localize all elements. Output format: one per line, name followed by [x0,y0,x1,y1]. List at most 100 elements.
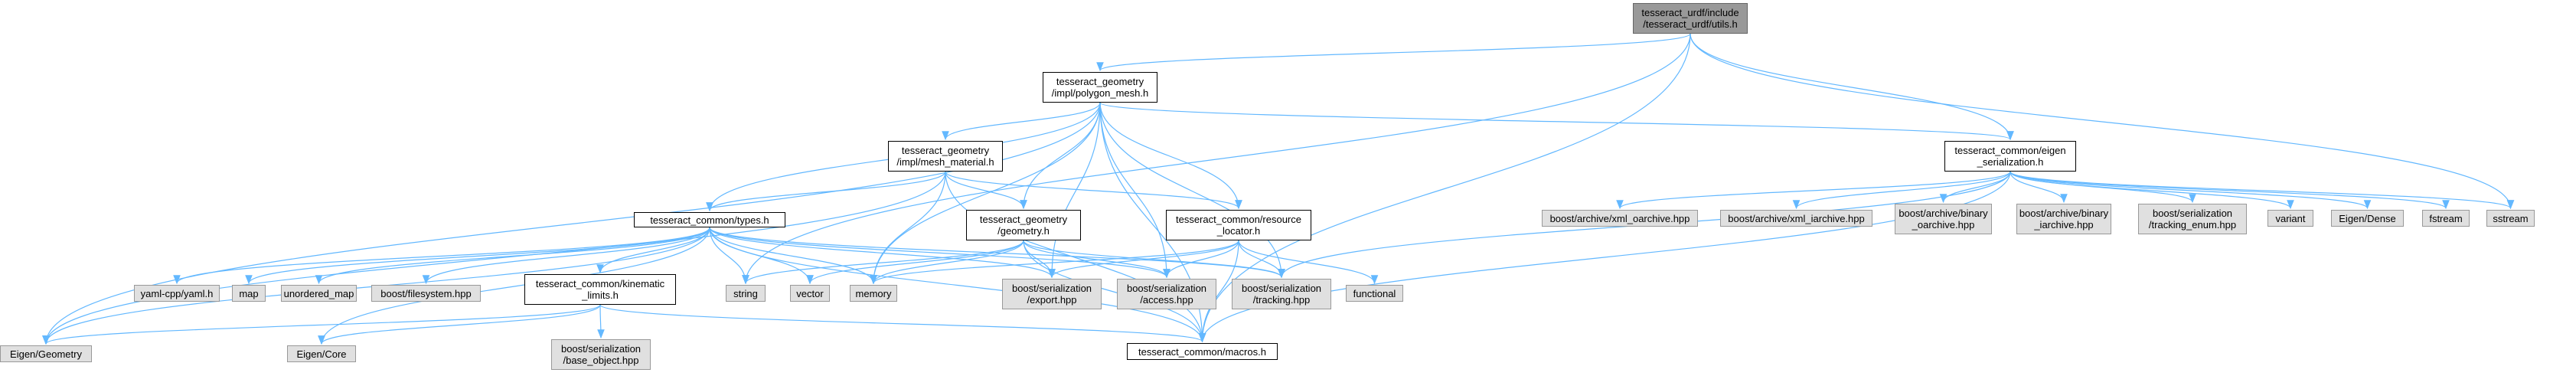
node-binary-oarchive: boost/archive/binary _oarchive.hpp [1895,204,1992,234]
node-export-hpp: boost/serialization /export.hpp [1002,279,1102,309]
edge-polygon_mesh-to-resource_locator [1099,102,1242,210]
edge-mesh_material-to-macros_h [945,171,1206,343]
edge-types_h-to-eigen_core [318,227,710,345]
node-label: Eigen/Dense [2339,212,2396,224]
node-label: functional [1353,287,1396,299]
edge-types_h-to-string [709,227,749,285]
node-eigen-dense: Eigen/Dense [2331,210,2404,227]
node-label: boost/serialization /export.hpp [1011,283,1092,306]
edge-mesh_material-to-types_h [706,171,946,212]
node-eigen-serialization[interactable]: tesseract_common/eigen _serialization.h [1944,141,2076,172]
edge-polygon_mesh-to-eigen_geometry [42,102,1101,345]
edge-types_h-to-tracking_hpp [709,227,1285,279]
edge-mesh_material-to-resource_locator [945,171,1242,210]
node-label: tesseract_common/eigen _serialization.h [1954,145,2066,168]
edge-root-to-eigen_serialization [1690,33,2014,141]
edge-polygon_mesh-to-memory [870,102,1101,285]
edge-polygon_mesh-to-eigen_serialization [1099,102,2014,141]
edge-types_h-to-export_hpp [709,227,1056,279]
node-mesh-material[interactable]: tesseract_geometry /impl/mesh_material.h [888,141,1003,172]
edge-geometry_h-to-vector [806,240,1024,285]
node-label: tesseract_common/macros.h [1138,345,1266,358]
node-label: Eigen/Geometry [10,348,82,360]
node-functional: functional [1346,285,1403,302]
node-vector: vector [790,285,830,302]
node-label: tesseract_geometry /impl/mesh_material.h [896,145,994,168]
node-label: tesseract_common/types.h [650,214,769,226]
edge-resource_locator-to-macros_h [1198,240,1239,343]
node-label: map [239,287,259,299]
node-unordered-map: unordered_map [281,285,357,302]
edge-resource_locator-to-memory [870,240,1239,285]
edge-eigen_serialization-to-eigen_dense [2010,171,2372,210]
edge-types_h-to-kinematic_limits [596,227,710,274]
node-label: boost/serialization /tracking_enum.hpp [2148,208,2237,231]
node-label: yaml-cpp/yaml.h [140,287,214,299]
edge-types_h-to-macros_h [709,227,1206,343]
node-yaml-cpp: yaml-cpp/yaml.h [134,285,220,302]
node-label: boost/archive/binary _iarchive.hpp [2019,208,2109,231]
node-boost-filesystem: boost/filesystem.hpp [371,285,481,302]
edge-mesh_material-to-eigen_geometry [42,171,946,345]
edge-eigen_serialization-to-sstream [2010,171,2514,210]
node-kinematic-limits[interactable]: tesseract_common/kinematic _limits.h [524,274,676,305]
node-xml-oarchive: boost/archive/xml_oarchive.hpp [1542,210,1698,227]
node-label: boost/archive/xml_oarchive.hpp [1549,212,1690,224]
node-label: Eigen/Core [296,348,347,360]
node-label: variant [2275,212,2306,224]
node-tracking-hpp: boost/serialization /tracking.hpp [1232,279,1331,309]
node-eigen-core: Eigen/Core [287,345,356,362]
edge-types_h-to-yaml_cpp [173,227,710,285]
node-eigen-geometry: Eigen/Geometry [0,345,92,362]
node-access-hpp: boost/serialization /access.hpp [1117,279,1216,309]
edge-eigen_serialization-to-binary_iarchive [2010,171,2068,204]
node-types-h[interactable]: tesseract_common/types.h [634,212,785,227]
edge-kinematic_limits-to-eigen_core [318,304,601,345]
node-label: boost/serialization /tracking.hpp [1241,283,1322,306]
edge-resource_locator-to-access_hpp [1163,240,1239,279]
edge-types_h-to-access_hpp [709,227,1170,279]
edge-kinematic_limits-to-base_object [597,304,605,339]
node-geometry-h[interactable]: tesseract_geometry /geometry.h [966,210,1081,240]
node-label: boost/filesystem.hpp [380,287,472,299]
edge-root-to-macros_h [1198,33,1691,343]
node-label: fstream [2429,212,2463,224]
node-label: string [733,287,758,299]
node-polygon-mesh[interactable]: tesseract_geometry /impl/polygon_mesh.h [1043,72,1157,103]
node-resource-locator[interactable]: tesseract_common/resource _locator.h [1166,210,1311,240]
node-base-object: boost/serialization /base_object.hpp [551,339,651,370]
node-root[interactable]: tesseract_urdf/include /tesseract_urdf/u… [1633,3,1748,34]
edge-resource_locator-to-functional [1238,240,1379,285]
node-map: map [232,285,266,302]
edge-root-to-polygon_mesh [1096,33,1691,72]
node-memory: memory [850,285,897,302]
edge-polygon_mesh-to-geometry_h [1020,102,1101,210]
edge-polygon_mesh-to-export_hpp [1048,102,1101,279]
node-fstream: fstream [2422,210,2470,227]
node-label: tesseract_urdf/include /tesseract_urdf/u… [1641,7,1739,30]
node-label: tesseract_geometry /impl/polygon_mesh.h [1051,76,1149,99]
node-label: tesseract_common/kinematic _limits.h [535,278,665,301]
node-macros-h[interactable]: tesseract_common/macros.h [1127,343,1278,360]
edge-polygon_mesh-to-mesh_material [942,102,1101,141]
node-binary-iarchive: boost/archive/binary _iarchive.hpp [2016,204,2111,234]
edge-eigen_serialization-to-fstream [2010,171,2450,210]
edge-geometry_h-to-string [742,240,1024,285]
edge-eigen_serialization-to-variant [2010,171,2294,210]
edge-root-to-string [742,33,1691,285]
edge-kinematic_limits-to-eigen_geometry [42,304,601,345]
node-tracking-enum: boost/serialization /tracking_enum.hpp [2138,204,2247,234]
node-label: memory [855,287,892,299]
node-string: string [726,285,766,302]
edge-mesh_material-to-memory [870,171,946,285]
node-variant: variant [2267,210,2313,227]
edge-eigen_serialization-to-xml_iarchive [1792,171,2011,210]
edge-geometry_h-to-access_hpp [1023,240,1170,279]
node-label: tesseract_geometry /geometry.h [979,214,1068,237]
node-label: boost/archive/binary _oarchive.hpp [1899,208,1988,231]
node-label: boost/serialization /access.hpp [1126,283,1207,306]
node-label: boost/serialization /base_object.hpp [560,343,642,366]
node-xml-iarchive: boost/archive/xml_iarchive.hpp [1720,210,1872,227]
